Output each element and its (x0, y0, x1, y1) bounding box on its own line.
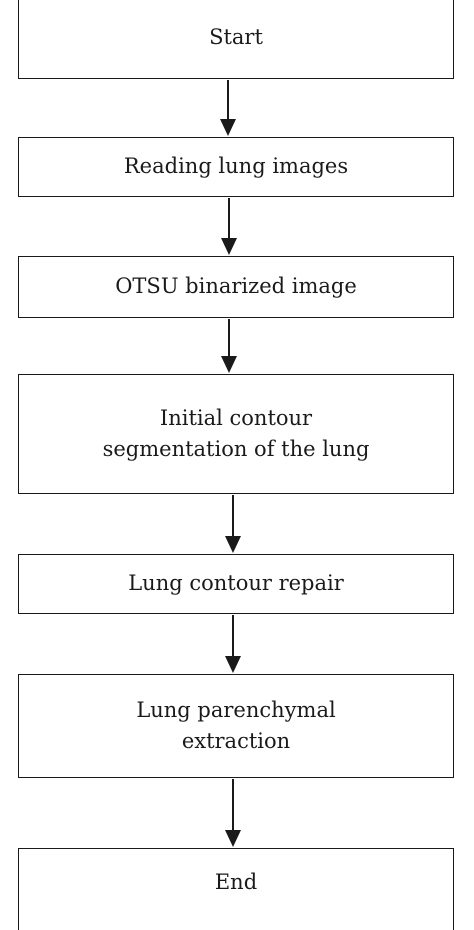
step-label-line-1: Initial contour (159, 405, 313, 430)
arrowhead-icon (225, 536, 241, 553)
arrow-read-to-otsu (221, 198, 237, 255)
step-label: Reading lung images (123, 154, 349, 179)
step-label: Lung contour repair (128, 571, 344, 596)
step-label: End (214, 869, 258, 894)
arrowhead-icon (220, 119, 236, 136)
step-label-line-1: Lung parenchymal (136, 697, 336, 722)
step-label-line-2: extraction (181, 729, 291, 753)
arrow-start-to-read (220, 80, 236, 136)
step-label: Start (209, 25, 263, 50)
arrowhead-icon (221, 238, 237, 255)
step-initial-contour-segmentation: Initial contour segmentation of the lung (18, 374, 454, 494)
step-label: OTSU binarized image (115, 274, 357, 299)
step-otsu-binarized-image: OTSU binarized image (18, 256, 454, 318)
arrowhead-icon (225, 830, 241, 847)
step-reading-lung-images: Reading lung images (18, 137, 454, 197)
arrowhead-icon (225, 656, 241, 673)
step-end: End (18, 848, 454, 930)
step-lung-parenchymal-extraction: Lung parenchymal extraction (18, 674, 454, 778)
arrow-repair-to-parenchymal (225, 615, 241, 673)
step-start: Start (18, 0, 454, 79)
arrowhead-icon (221, 356, 237, 373)
arrow-initial-to-repair (225, 495, 241, 553)
step-lung-contour-repair: Lung contour repair (18, 554, 454, 614)
arrow-otsu-to-initial (221, 319, 237, 373)
arrow-parenchymal-to-end (225, 779, 241, 847)
step-label-line-2: segmentation of the lung (102, 437, 370, 461)
